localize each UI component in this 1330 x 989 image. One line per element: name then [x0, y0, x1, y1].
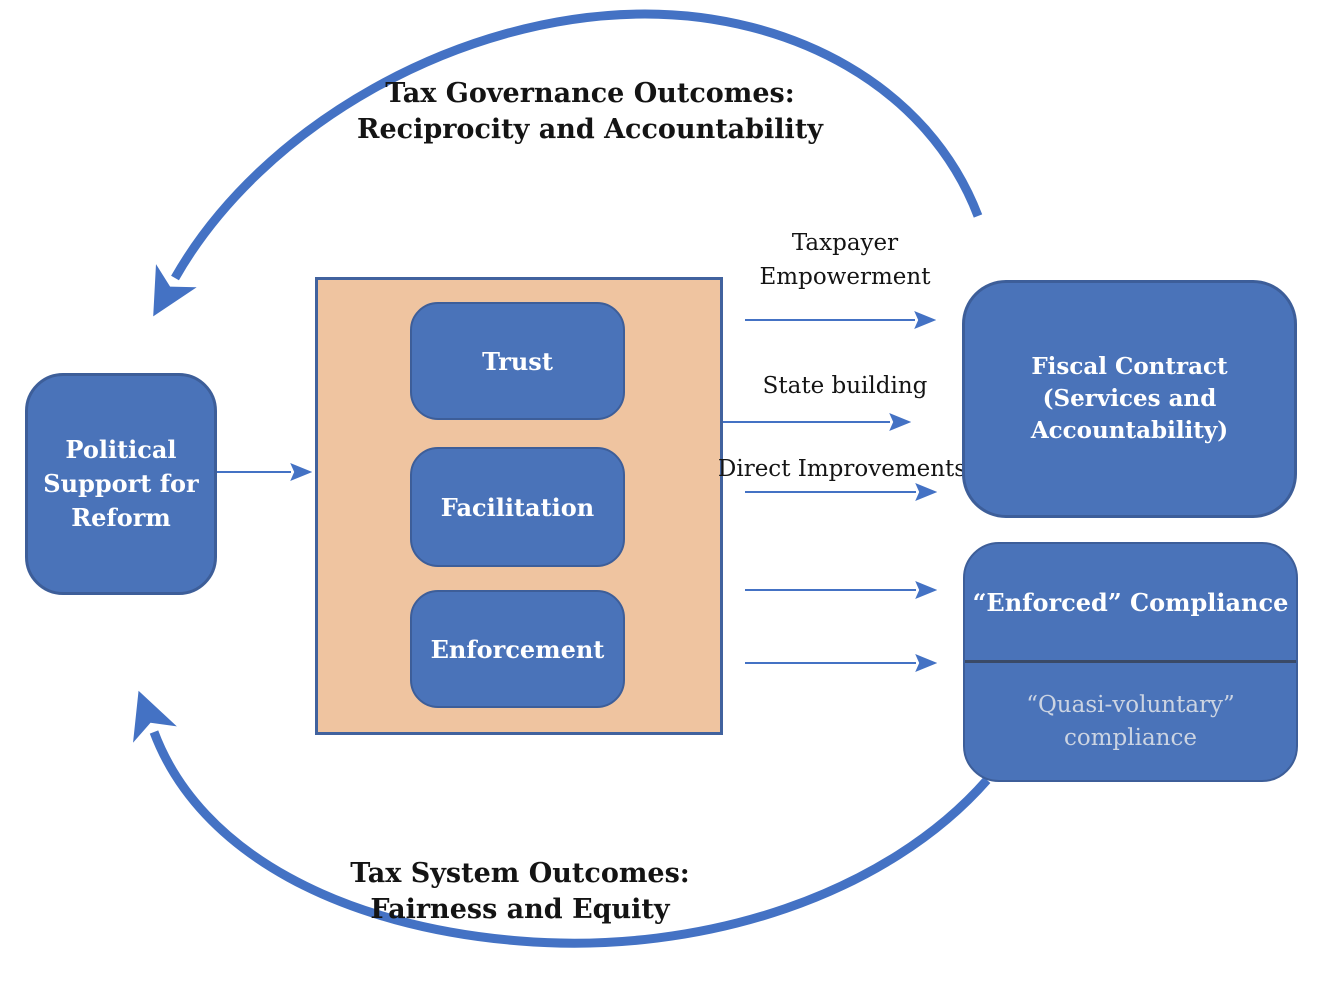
fiscal-contract-line2: (Services and [1042, 385, 1217, 412]
enforced-compliance-section: “Enforced” Compliance [965, 544, 1296, 663]
enforcement-box: Enforcement [410, 590, 625, 708]
direct-improvements-label: Direct Improvements [717, 456, 967, 482]
taxpayer-empowerment-label: Taxpayer Empowerment [725, 226, 965, 294]
top-caption: Tax Governance Outcomes: Reciprocity and… [265, 76, 915, 148]
bottom-caption-line2: Fairness and Equity [370, 894, 670, 925]
taxpayer-empowerment-line2: Empowerment [759, 264, 931, 290]
enforcement-label: Enforcement [430, 634, 605, 664]
fiscal-contract-line3: Accountability) [1030, 417, 1229, 444]
fiscal-contract-line1: Fiscal Contract [1031, 353, 1228, 380]
political-support-box: Political Support for Reform [25, 373, 217, 595]
fiscal-contract-box: Fiscal Contract (Services and Accountabi… [962, 280, 1297, 518]
political-support-line3: Reform [71, 503, 171, 532]
enforced-compliance-label: “Enforced” Compliance [972, 587, 1289, 617]
state-building-label: State building [762, 373, 928, 399]
quasi-voluntary-line1: “Quasi-voluntary” [1026, 692, 1235, 718]
taxpayer-empowerment-line1: Taxpayer [791, 230, 899, 256]
top-caption-line1: Tax Governance Outcomes: [385, 78, 795, 109]
bottom-caption: Tax System Outcomes: Fairness and Equity [195, 856, 845, 928]
political-support-line1: Political [65, 435, 177, 464]
quasi-voluntary-section: “Quasi-voluntary” compliance [965, 663, 1296, 780]
trust-label: Trust [482, 346, 553, 376]
quasi-voluntary-line2: compliance [1064, 725, 1197, 751]
facilitation-box: Facilitation [410, 447, 625, 567]
top-caption-line2: Reciprocity and Accountability [357, 114, 823, 145]
political-support-line2: Support for [43, 469, 199, 498]
bottom-caption-line1: Tax System Outcomes: [350, 858, 690, 889]
facilitation-label: Facilitation [440, 492, 595, 522]
compliance-box: “Enforced” Compliance “Quasi-voluntary” … [963, 542, 1298, 782]
trust-box: Trust [410, 302, 625, 420]
